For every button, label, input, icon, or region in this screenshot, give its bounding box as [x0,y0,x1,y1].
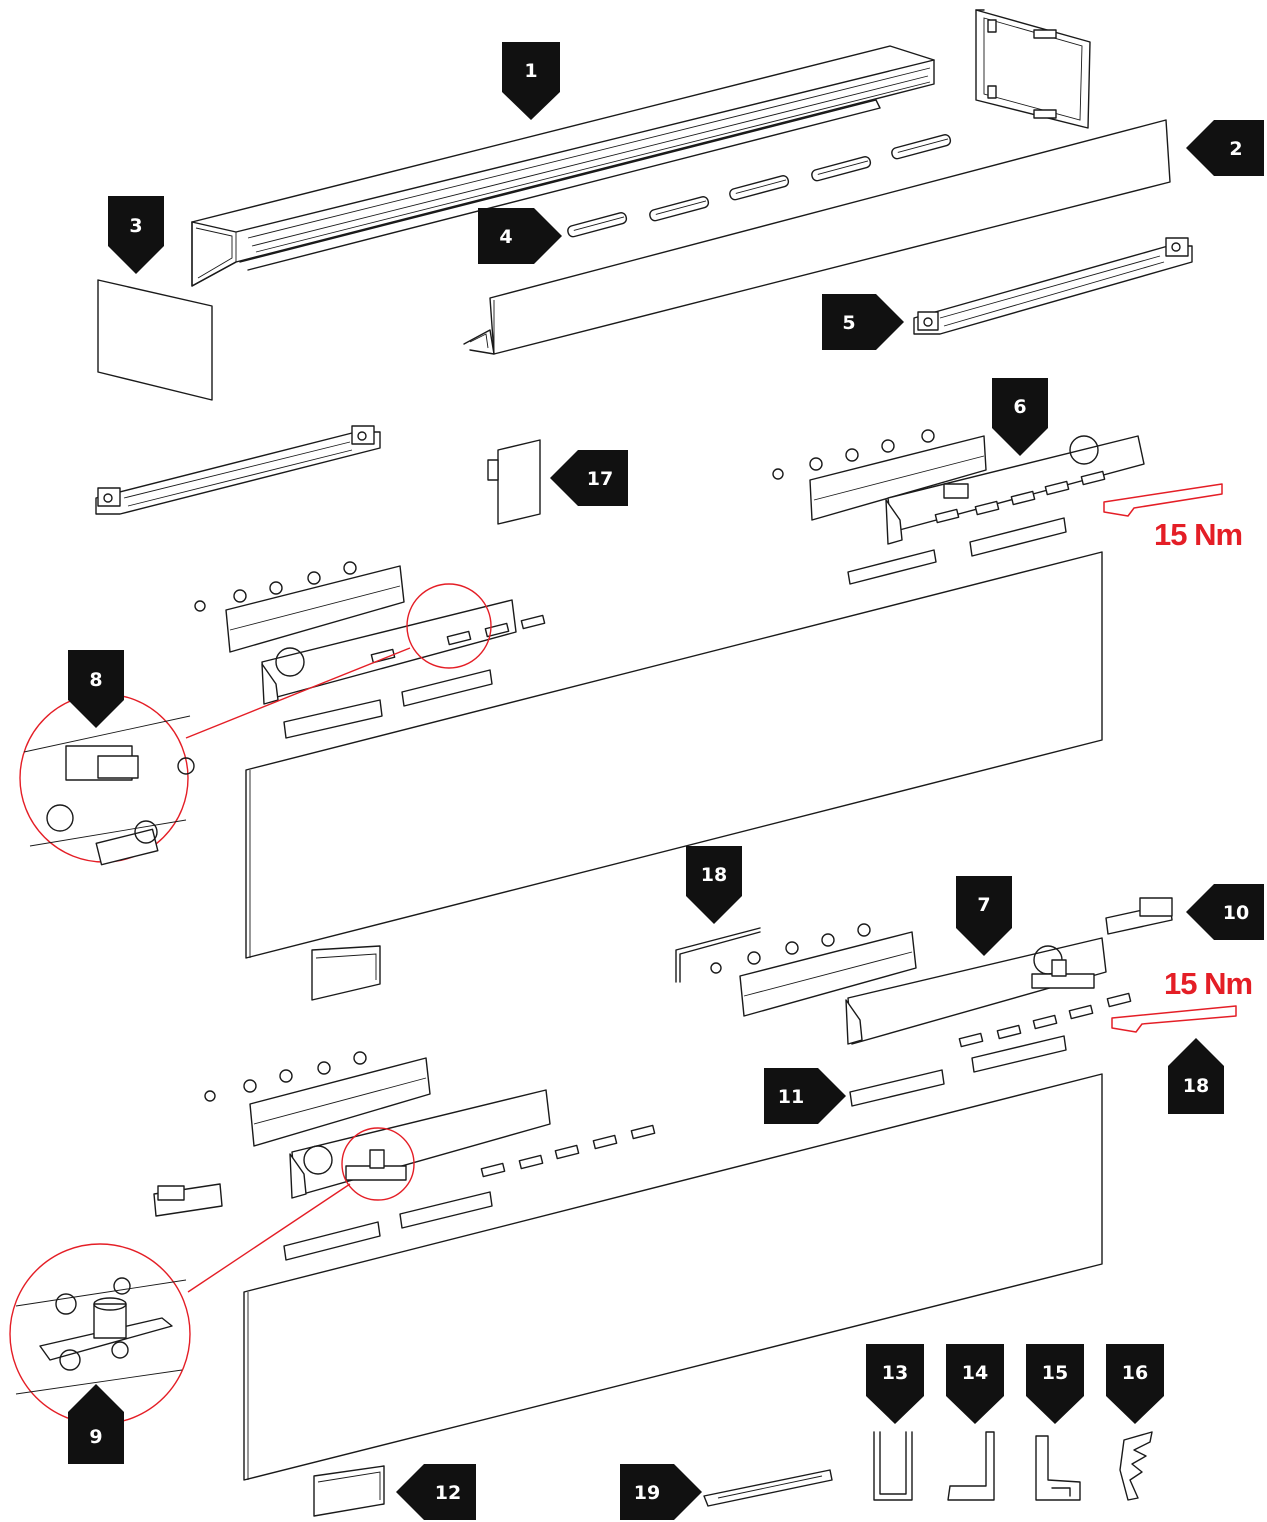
stopper-part-lower-left [153,1183,223,1217]
door-panel-upper [245,551,1103,959]
callout-2: 2 [1186,120,1264,176]
callout-18-bottom: 18 [1168,1038,1224,1114]
guide-rail-19 [703,1469,833,1507]
carriage-set-upper-left [194,561,546,739]
callout-11: 11 [764,1068,846,1124]
screws-row-8 [194,561,357,612]
bolts-6 [934,470,1106,524]
callout-7: 7 [956,876,1012,956]
callout-label: 2 [1229,138,1242,160]
end-cap-part [975,9,1091,129]
callout-1: 1 [502,42,560,120]
callout-8: 8 [68,650,124,728]
callout-label: 4 [499,226,512,248]
callout-label: 13 [882,1362,908,1384]
callout-9: 9 [68,1384,124,1464]
callout-13: 13 [866,1344,924,1424]
door-panel-lower [243,1073,1103,1481]
floor-guide-upper [311,945,381,1001]
seal-profile-16 [1119,1431,1153,1501]
floor-guide-lower [313,1465,385,1517]
stopper-part-10 [1105,897,1173,935]
screws-row-7 [710,923,871,974]
screws-row-6 [772,429,935,480]
callout-label: 16 [1122,1362,1148,1384]
callout-10: 10 [1186,884,1264,940]
callout-label: 10 [1223,902,1249,924]
detail-view-9 [9,1183,351,1425]
callout-12: 12 [396,1464,476,1520]
callout-label: 18 [1183,1075,1209,1097]
allen-key-black [675,927,761,983]
callout-14: 14 [946,1344,1004,1424]
bolts-9 [480,1124,656,1178]
carriage-set-upper-right [772,429,1145,585]
bolts-8 [370,614,546,664]
callout-label: 12 [435,1482,461,1504]
callout-5: 5 [822,294,904,350]
callout-label: 17 [587,468,613,490]
cover-profile-part [463,119,1171,355]
allen-key-lower [1111,1005,1237,1033]
callout-label: 15 [1042,1362,1068,1384]
seal-profile-14 [947,1431,995,1501]
callout-6: 6 [992,378,1048,456]
torque-label-upper: 15 Nm [1154,517,1242,552]
callout-4: 4 [478,208,562,264]
callout-label: 18 [701,864,727,886]
side-cover-part [97,279,213,401]
callout-label: 14 [962,1362,988,1384]
bolts-7 [958,992,1132,1048]
callout-label: 19 [634,1482,660,1504]
seal-profile-15 [1035,1435,1081,1501]
callout-19: 19 [620,1464,702,1520]
callout-3: 3 [108,196,164,274]
detail-view-8 [19,647,411,866]
rail-connectors-part [567,134,952,238]
soft-close-damper-left [95,425,381,515]
callout-label: 7 [977,894,990,916]
torque-label-lower: 15 Nm [1164,966,1252,1001]
callout-label: 3 [129,215,142,237]
callout-label: 5 [842,312,855,334]
callout-17: 17 [550,450,628,506]
seal-profile-13 [873,1431,913,1501]
callout-15: 15 [1026,1344,1084,1424]
stopper-part [487,439,541,525]
callout-label: 11 [778,1086,804,1108]
carriage-set-lower-left [204,1051,656,1261]
callout-16: 16 [1106,1344,1164,1424]
allen-key-upper [1103,483,1223,517]
callout-label: 1 [524,60,537,82]
callout-18-top: 18 [686,846,742,924]
callout-label: 9 [89,1426,102,1448]
callout-label: 8 [89,669,102,691]
soft-close-damper-right [913,237,1193,335]
top-rail-part [191,45,935,287]
carriage-set-lower-right [710,923,1132,1107]
callout-label: 6 [1013,396,1026,418]
screws-row-9 [204,1051,367,1102]
